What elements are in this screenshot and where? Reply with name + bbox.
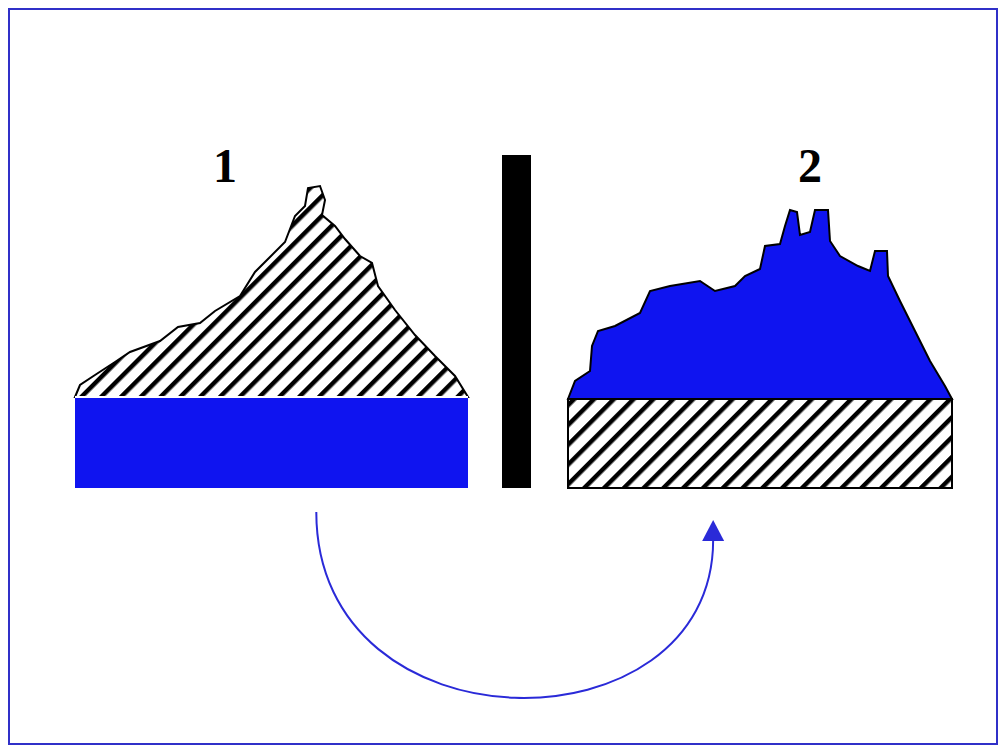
seam-line — [75, 396, 468, 398]
black-bar — [502, 155, 531, 488]
blue-top-shape — [568, 210, 952, 399]
hatched-base — [568, 399, 952, 488]
panel-number: 1 — [213, 142, 237, 190]
curved-arrow — [316, 512, 724, 698]
figure-panel: 1 — [75, 130, 468, 488]
figure-panel: 2 — [568, 130, 952, 488]
hatched-mountain — [75, 186, 468, 397]
frame-border — [9, 9, 997, 744]
blue-base — [75, 397, 468, 488]
panel-number: 2 — [798, 142, 822, 190]
